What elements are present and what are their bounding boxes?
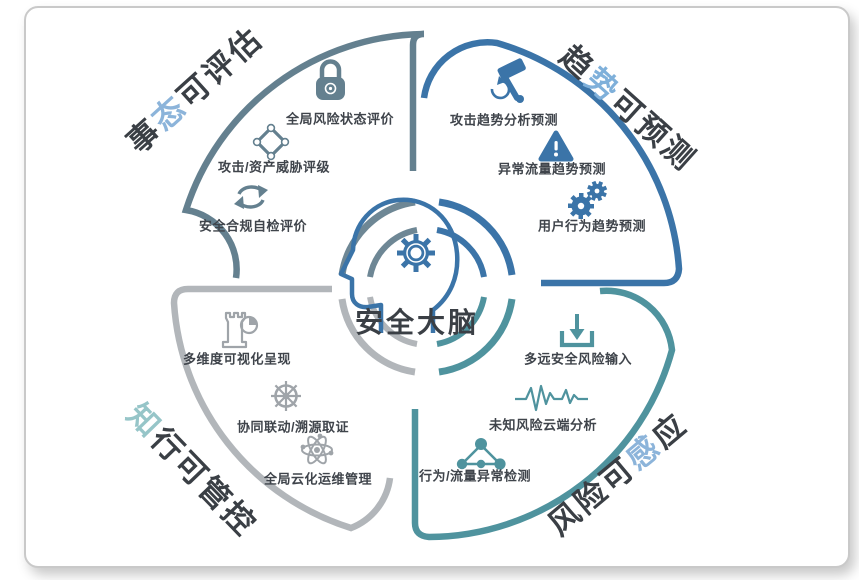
- item-label: 攻击/资产威胁评级: [217, 159, 331, 175]
- item-label: 全局云化运维管理: [263, 471, 373, 487]
- ring-arc-bottom-right: [438, 298, 516, 376]
- atom-icon: [300, 433, 334, 465]
- compass-icon: [252, 123, 290, 161]
- inner-arc-top-left: [367, 227, 418, 278]
- item-label: 未知风险云端分析: [488, 417, 598, 433]
- item-label: 安全合规自检评价: [198, 218, 308, 234]
- hammer-icon: [490, 58, 526, 103]
- item-label: 攻击趋势分析预测: [449, 112, 559, 128]
- tower-chart-icon: [221, 311, 259, 349]
- inner-arc-top-right: [436, 227, 487, 278]
- waveform-icon: [515, 384, 588, 412]
- inner-arc-bottom-right: [436, 296, 487, 347]
- ring-arc-bottom-left: [338, 298, 416, 376]
- item-label: 用户行为趋势预测: [537, 218, 647, 234]
- center-label: 安全大脑: [354, 307, 480, 338]
- item-label: 多远安全风险输入: [523, 351, 633, 367]
- item-label: 异常流量趋势预测: [497, 161, 607, 177]
- petal-top-right: [420, 39, 683, 287]
- warning-icon: [538, 130, 574, 162]
- center-outer-ring: [338, 198, 516, 376]
- gear-icon: [397, 234, 435, 272]
- gears-icon: [568, 180, 608, 219]
- item-label: 行为/流量异常检测: [418, 468, 532, 484]
- nodes-icon: [456, 438, 506, 470]
- item-label: 多维度可视化呈现: [182, 351, 292, 367]
- diagram-card: [24, 6, 850, 568]
- petal-top-left: [181, 30, 425, 279]
- item-label: 全局风险状态评价: [285, 111, 395, 127]
- ship-wheel-icon: [271, 381, 301, 411]
- petal-bottom-left: [170, 285, 394, 532]
- refresh-icon: [234, 185, 268, 209]
- head-gear-icon: [338, 197, 460, 333]
- ring-arc-top-right: [438, 198, 516, 276]
- petal-bottom-right: [411, 287, 676, 541]
- lock-icon: [316, 59, 345, 100]
- download-icon: [559, 314, 595, 348]
- item-label: 协同联动/溯源取证: [236, 419, 350, 435]
